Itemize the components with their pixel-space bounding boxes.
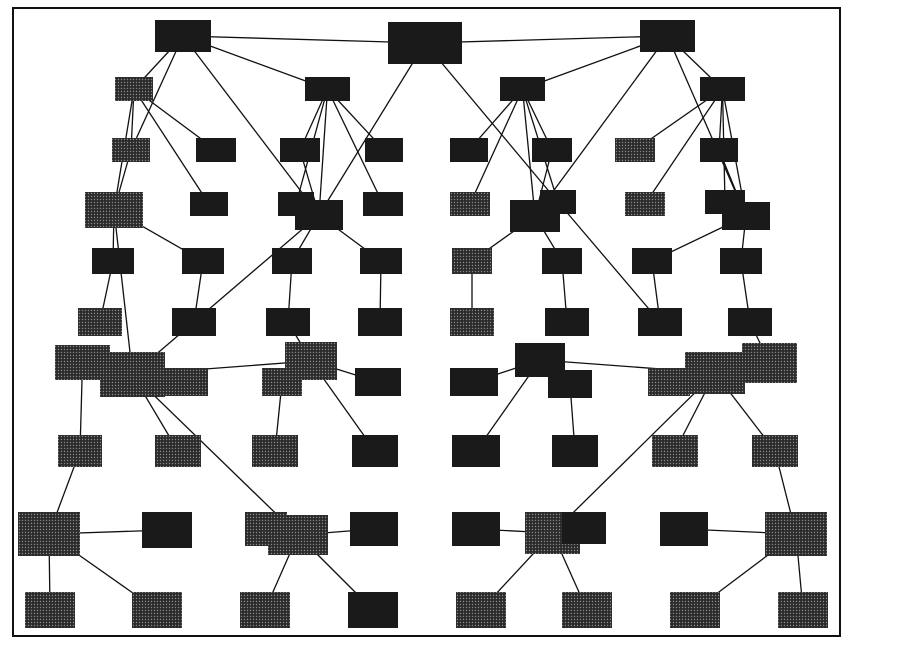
node-root [388, 22, 462, 64]
edge-b8-d7 [557, 201, 661, 323]
node-b9 [625, 192, 665, 216]
node-f5 [452, 435, 500, 467]
node-h1 [25, 592, 75, 628]
node-g1 [18, 512, 80, 556]
node-e7 [450, 368, 498, 396]
node-g10 [765, 512, 827, 556]
node-g5 [350, 512, 398, 546]
node-f2 [155, 435, 201, 467]
node-h4 [348, 592, 398, 628]
node-c4 [360, 248, 402, 274]
node-h3 [240, 592, 290, 628]
node-c6 [542, 248, 582, 274]
edge-e11-g7 [552, 372, 716, 534]
node-a1 [112, 138, 150, 162]
edge-e2-g4 [132, 374, 299, 536]
edge-R2-b9 [644, 88, 724, 205]
node-a6 [532, 138, 572, 162]
node-g8 [562, 512, 606, 544]
node-b5 [363, 192, 403, 216]
edge-L-b4 [182, 35, 320, 216]
edge-root-R [424, 35, 668, 44]
node-a2 [196, 138, 236, 162]
node-f1 [58, 435, 102, 467]
node-a7 [615, 138, 655, 162]
edge-L1-b2 [133, 88, 210, 205]
node-h8 [778, 592, 828, 628]
node-d7 [638, 308, 682, 336]
node-h6 [562, 592, 612, 628]
node-d1 [78, 308, 122, 336]
edge-L-a1 [130, 35, 184, 151]
edge-R-b11 [666, 35, 747, 217]
node-L [155, 20, 211, 52]
node-b8 [540, 190, 576, 214]
node-e2 [100, 352, 165, 397]
edge-R1-b6 [469, 88, 524, 205]
node-g2 [142, 512, 192, 548]
node-c2 [182, 248, 224, 274]
node-a3 [280, 138, 320, 162]
edge-L2-b5 [326, 88, 384, 205]
node-b1 [85, 192, 143, 228]
node-d4 [358, 308, 402, 336]
edge-root-b4 [318, 42, 426, 216]
node-L2 [305, 77, 350, 101]
node-f7 [652, 435, 698, 467]
node-R1 [500, 77, 545, 101]
edge-R1-b7 [521, 88, 536, 217]
node-a4 [365, 138, 403, 162]
node-d2 [172, 308, 216, 336]
edge-L2-b4 [318, 88, 329, 216]
node-g9 [660, 512, 708, 546]
node-e11 [685, 352, 745, 394]
node-b6 [450, 192, 490, 216]
edge-root-b8 [424, 42, 559, 203]
node-h7 [670, 592, 720, 628]
node-e6 [355, 368, 401, 396]
node-c3 [272, 248, 312, 274]
node-b11 [722, 202, 770, 230]
node-g6 [452, 512, 500, 546]
node-a5 [450, 138, 488, 162]
node-f4 [352, 435, 398, 467]
node-layer [18, 20, 828, 628]
edge-root-L [182, 35, 426, 44]
node-c5 [452, 248, 492, 274]
node-f3 [252, 435, 298, 467]
edge-R-b7 [534, 35, 669, 217]
node-c8 [720, 248, 762, 274]
node-L1 [115, 77, 153, 101]
edge-b1-e2 [113, 209, 134, 375]
node-h5 [456, 592, 506, 628]
node-d3 [266, 308, 310, 336]
node-c1 [92, 248, 134, 274]
node-c7 [632, 248, 672, 274]
node-b2 [190, 192, 228, 216]
node-f8 [752, 435, 798, 467]
node-e12 [742, 343, 797, 383]
node-e9 [548, 370, 592, 398]
node-d5 [450, 308, 494, 336]
node-f6 [552, 435, 598, 467]
diagram-frame [12, 7, 841, 637]
node-a8 [700, 138, 738, 162]
node-d6 [545, 308, 589, 336]
node-e5 [262, 368, 302, 396]
edge-b4-d2 [193, 214, 320, 323]
node-e3 [160, 368, 208, 396]
node-R [640, 20, 695, 52]
node-g4 [268, 515, 328, 555]
node-b4 [295, 200, 343, 230]
node-R2 [700, 77, 745, 101]
node-d8 [728, 308, 772, 336]
node-h2 [132, 592, 182, 628]
node-e10 [648, 368, 690, 396]
